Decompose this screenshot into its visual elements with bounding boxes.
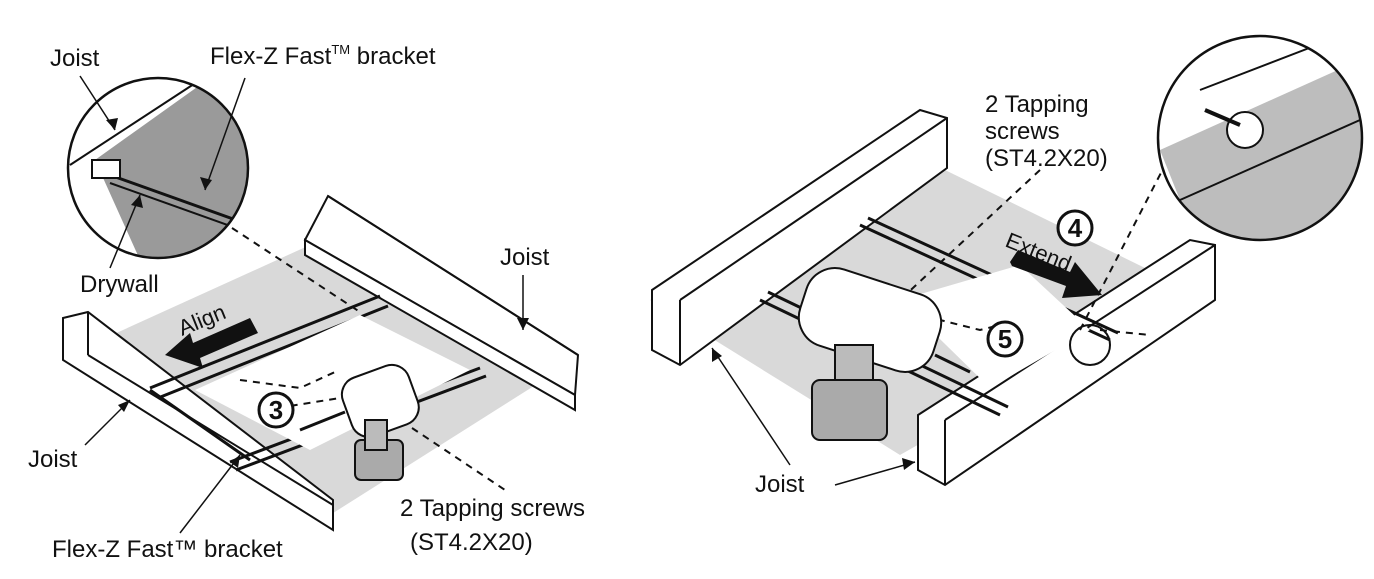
- right-inset-detail: [1156, 34, 1364, 242]
- step-3-marker: 3: [257, 391, 295, 429]
- left-inset-detail: [66, 76, 250, 260]
- step-5-marker: 5: [986, 320, 1024, 358]
- left-leader-arrowheads: [106, 118, 529, 468]
- right-screws-line1: 2 Tapping: [985, 91, 1089, 118]
- right-joist-back: [651, 108, 948, 367]
- left-screws-line2: (ST4.2X20): [410, 529, 533, 556]
- right-detail-callout: [1069, 324, 1111, 366]
- left-joist-left-label: Joist: [28, 446, 78, 473]
- right-joist-label: Joist: [755, 471, 805, 498]
- left-assembly: Align 3: [28, 42, 585, 563]
- left-joist-right: [303, 194, 580, 412]
- right-drill-icon: [797, 267, 971, 441]
- left-screws-line1: 2 Tapping screws: [400, 495, 585, 522]
- right-label-leaders: [711, 347, 916, 486]
- right-screws-line3: (ST4.2X20): [985, 145, 1108, 172]
- right-screws-line2: screws: [985, 118, 1060, 145]
- inset-bracket-label: Flex-Z FastTM bracket: [210, 42, 436, 70]
- step-4-number: 4: [1068, 213, 1083, 243]
- drywall-label: Drywall: [80, 271, 159, 298]
- step-3-number: 3: [269, 395, 283, 425]
- inset-joist-label: Joist: [50, 45, 100, 72]
- left-joist-left: [62, 310, 334, 532]
- right-leader-arrowheads: [712, 348, 915, 470]
- step-5-number: 5: [998, 324, 1012, 354]
- left-drill-icon: [299, 363, 420, 481]
- left-joist-right-label: Joist: [500, 244, 550, 271]
- step-4-marker: 4: [1056, 209, 1094, 247]
- right-assembly: Extend 4 5: [650, 34, 1364, 498]
- left-bracket-bottom-label: Flex-Z Fast™ bracket: [52, 536, 283, 563]
